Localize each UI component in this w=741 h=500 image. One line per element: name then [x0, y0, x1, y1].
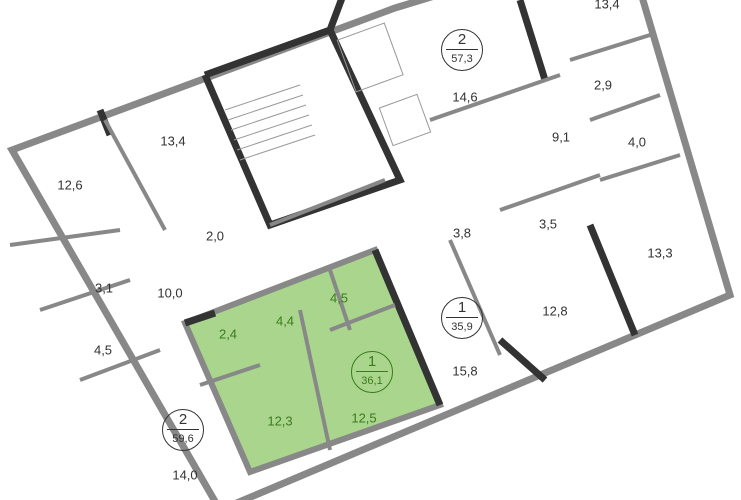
apartment-badge[interactable]: 2 59,6 — [162, 409, 204, 451]
selected-room-area: 2,4 — [218, 326, 238, 342]
room-area: 13,4 — [594, 0, 620, 12]
walls — [96, 0, 639, 407]
apartment-rooms: 1 — [446, 298, 478, 318]
room-area: 10,0 — [157, 285, 183, 301]
apartment-rooms: 1 — [356, 352, 388, 372]
selected-room-area: 4,5 — [329, 290, 349, 306]
selected-room-area: 4,4 — [275, 313, 295, 329]
apartment-badge[interactable]: 1 35,9 — [441, 297, 483, 339]
room-area: 9,1 — [551, 129, 571, 145]
apartment-rooms: 2 — [167, 410, 199, 430]
room-area: 15,8 — [452, 363, 478, 379]
room-area: 12,6 — [57, 177, 83, 193]
room-area: 2,0 — [205, 228, 225, 244]
room-area: 4,5 — [93, 342, 113, 358]
room-area: 3,8 — [452, 225, 472, 241]
room-area: 3,5 — [538, 216, 558, 232]
room-area: 4,0 — [627, 134, 647, 150]
selected-apartment-badge[interactable]: 1 36,1 — [351, 351, 393, 393]
room-area: 14,6 — [452, 89, 478, 105]
room-area: 3,1 — [94, 280, 114, 296]
room-area: 13,3 — [647, 245, 673, 261]
partitions — [9, 33, 681, 451]
apartment-rooms: 2 — [446, 30, 478, 50]
apartment-area: 35,9 — [451, 321, 473, 333]
stairs — [224, 22, 432, 161]
selected-room-area: 12,5 — [351, 410, 377, 426]
apartment-area: 59,6 — [172, 433, 194, 445]
room-area: 14,0 — [172, 467, 198, 483]
apartment-badge[interactable]: 2 57,3 — [441, 29, 483, 71]
room-area: 13,4 — [160, 133, 186, 149]
apartment-area: 57,3 — [451, 53, 473, 65]
room-area: 12,8 — [542, 303, 568, 319]
room-area: 2,9 — [593, 77, 613, 93]
apartment-area: 36,1 — [361, 375, 383, 387]
selected-room-area: 12,3 — [267, 413, 293, 429]
